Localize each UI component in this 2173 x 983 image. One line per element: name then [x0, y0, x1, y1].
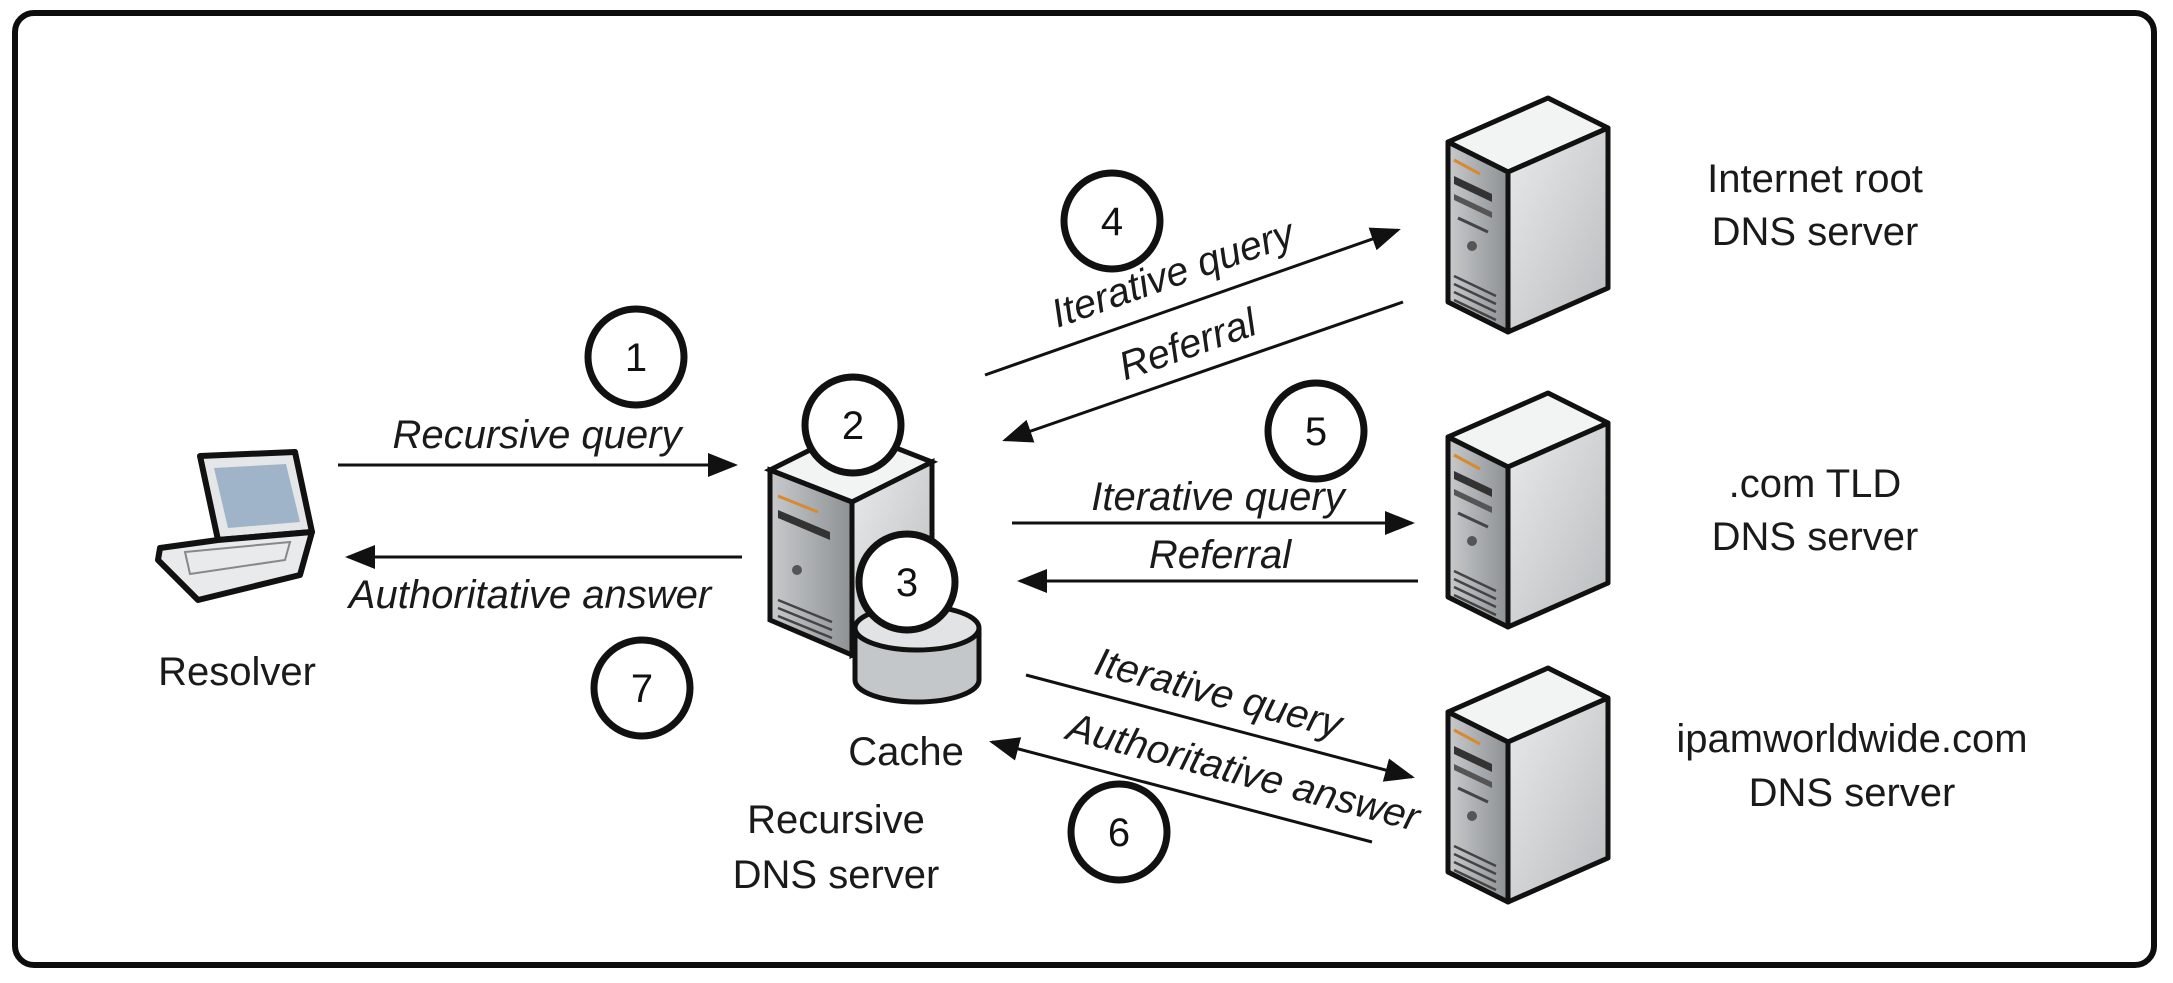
resolver-label: Resolver [158, 650, 316, 694]
auth-server-label-line1: ipamworldwide.com [1676, 717, 2027, 761]
laptop-icon [155, 449, 315, 603]
tld-server-label-line1: .com TLD [1729, 462, 1902, 506]
recursive-server-label-line2: DNS server [733, 853, 940, 897]
step-2-number: 2 [842, 404, 864, 448]
tld-server-icon [1448, 393, 1608, 627]
step-1-number: 1 [625, 336, 647, 380]
cache-label: Cache [848, 730, 964, 774]
root-server-label-line2: DNS server [1712, 210, 1919, 254]
step-7-badge: 7 [590, 636, 694, 740]
step-5-badge: 5 [1264, 379, 1368, 483]
tld-referral-label: Referral [1149, 533, 1292, 577]
step-7-number: 7 [631, 667, 653, 711]
step-5-number: 5 [1305, 410, 1327, 454]
step-6-number: 6 [1108, 811, 1130, 855]
tld-server-label-line2: DNS server [1712, 515, 1919, 559]
root-query-arrow [984, 227, 1401, 377]
root-server-icon [1448, 98, 1608, 332]
auth-query-arrow [1025, 673, 1415, 782]
step-4-number: 4 [1101, 200, 1123, 244]
auth-server-label-line2: DNS server [1749, 771, 1956, 815]
step-2-badge: 2 [801, 373, 905, 477]
step-3-badge: 3 [855, 530, 959, 634]
step-4-badge: 4 [1060, 169, 1164, 273]
recursive-query-label: Recursive query [392, 413, 684, 457]
auth-server-icon [1448, 668, 1608, 902]
step-1-badge: 1 [584, 305, 688, 409]
tld-query-label: Iterative query [1091, 475, 1347, 519]
authoritative-answer-client-label: Authoritative answer [347, 573, 713, 617]
step-6-badge: 6 [1067, 780, 1171, 884]
step-3-number: 3 [896, 561, 918, 605]
root-referral-arrow [1002, 300, 1404, 443]
root-server-label-line1: Internet root [1707, 157, 1923, 201]
auth-answer-arrow [989, 737, 1373, 844]
recursive-server-label-line1: Recursive [747, 798, 925, 842]
